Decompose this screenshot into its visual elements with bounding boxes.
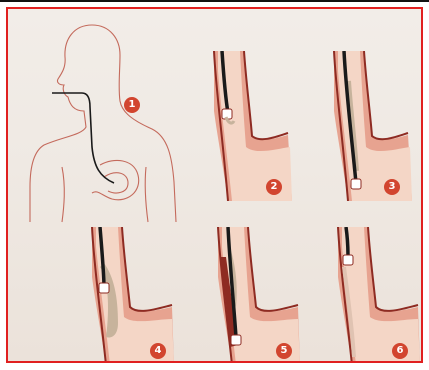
top-rule: [0, 0, 429, 2]
esophagus-icon: [78, 227, 178, 363]
endoscope-icon: [52, 93, 114, 183]
panel-step-5: 5: [204, 227, 304, 363]
step-badge-2: 2: [266, 179, 282, 195]
panel-step-3: 3: [324, 51, 414, 201]
esophagus-icon: [204, 51, 294, 201]
diagram-canvas: 1 2 3: [6, 7, 423, 363]
step-badge-3: 3: [384, 179, 400, 195]
step-badge-6: 6: [392, 343, 408, 359]
panel-step-2: 2: [204, 51, 294, 201]
esophagus-icon: [204, 227, 304, 363]
step-badge-1: 1: [124, 97, 140, 113]
esophagus-icon: [324, 227, 423, 363]
step-badge-5: 5: [276, 343, 292, 359]
panel-step-6: 6: [324, 227, 423, 363]
human-silhouette-icon: [22, 17, 192, 227]
step-badge-4: 4: [150, 343, 166, 359]
esophagus-icon: [324, 51, 414, 201]
panel-step-4: 4: [78, 227, 178, 363]
panel-step-1: 1: [22, 17, 192, 227]
